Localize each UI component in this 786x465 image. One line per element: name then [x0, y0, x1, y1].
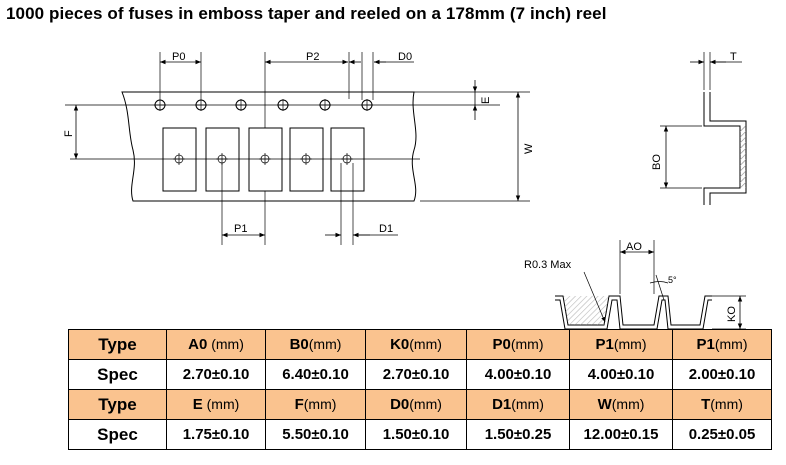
spec-cell: 4.00±0.10 — [569, 359, 673, 390]
header-unit: (mm) — [202, 396, 240, 412]
header-name: A0 — [188, 336, 208, 353]
pockets — [162, 127, 365, 192]
header-name: P1 — [595, 336, 614, 353]
header-name: D0 — [390, 396, 410, 413]
label-p0: P0 — [172, 51, 185, 63]
table-row: Type A0 (mm) B0(mm) K0(mm) P0(mm) P1(mm)… — [68, 329, 772, 360]
header-cell: D0(mm) — [365, 389, 467, 420]
header-unit: (mm) — [510, 336, 544, 352]
header-cell: P0(mm) — [466, 329, 570, 360]
tape-top-view — [65, 52, 530, 245]
header-name: K0 — [390, 336, 410, 353]
header-cell: A0 (mm) — [166, 329, 266, 360]
header-unit: (mm) — [613, 336, 647, 352]
header-unit: (mm) — [409, 336, 442, 352]
row-label: Spec — [68, 419, 167, 450]
header-name: D1 — [492, 396, 512, 413]
header-name: B0 — [289, 336, 309, 353]
label-p2: P2 — [306, 51, 319, 63]
row-label: Spec — [68, 359, 167, 390]
header-cell: D1(mm) — [466, 389, 570, 420]
header-cell: W(mm) — [569, 389, 673, 420]
header-unit: (mm) — [409, 396, 442, 412]
tape-outline — [121, 91, 417, 202]
label-k0: KO — [726, 306, 738, 322]
header-name: E — [192, 396, 203, 413]
spec-cell: 2.70±0.10 — [365, 359, 467, 390]
spec-cell: 12.00±0.15 — [569, 419, 673, 450]
row-label: Type — [68, 389, 167, 420]
label-b0: BO — [651, 154, 663, 170]
header-name: P0 — [492, 336, 511, 353]
label-d1: D1 — [379, 223, 393, 235]
header-unit: (mm) — [303, 396, 337, 412]
label-t: T — [730, 51, 737, 63]
page-title: 1000 pieces of fuses in emboss taper and… — [6, 4, 607, 23]
tape-drawing: P0 P2 D0 E W F P1 D1 T BO — [63, 51, 747, 330]
header-name: W — [597, 396, 612, 413]
tape-side-section — [660, 52, 747, 205]
label-w: W — [523, 143, 535, 154]
table-row: Type E (mm) F(mm) D0(mm) D1(mm) W(mm) T(… — [68, 389, 772, 420]
spec-table: Type A0 (mm) B0(mm) K0(mm) P0(mm) P1(mm)… — [68, 329, 772, 450]
label-d0: D0 — [398, 51, 412, 63]
spec-cell: 2.00±0.10 — [672, 359, 772, 390]
label-r03: R0.3 Max — [524, 259, 572, 271]
spec-cell: 0.25±0.05 — [672, 419, 772, 450]
label-angle: 5° — [668, 275, 677, 285]
table-row: Spec 1.75±0.10 5.50±0.10 1.50±0.10 1.50±… — [68, 419, 772, 450]
spec-cell: 1.50±0.10 — [365, 419, 467, 450]
label-e: E — [480, 97, 492, 104]
header-unit: (mm) — [714, 336, 748, 352]
header-cell: E (mm) — [166, 389, 266, 420]
label-p1: P1 — [234, 223, 247, 235]
header-unit: (mm) — [207, 336, 244, 352]
spec-cell: 1.75±0.10 — [166, 419, 266, 450]
header-cell: T(mm) — [672, 389, 772, 420]
header-unit: (mm) — [308, 336, 342, 352]
header-name: F — [294, 396, 304, 413]
header-cell: K0(mm) — [365, 329, 467, 360]
header-unit: (mm) — [710, 396, 743, 412]
label-a0: AO — [626, 241, 642, 253]
header-unit: (mm) — [511, 396, 544, 412]
spec-cell: 6.40±0.10 — [265, 359, 366, 390]
header-cell: P1(mm) — [672, 329, 772, 360]
header-unit: (mm) — [611, 396, 645, 412]
row-label: Type — [68, 329, 167, 360]
header-name: T — [701, 396, 711, 413]
header-name: P1 — [696, 336, 715, 353]
spec-cell: 2.70±0.10 — [166, 359, 266, 390]
spec-cell: 1.50±0.25 — [466, 419, 570, 450]
spec-cell: 5.50±0.10 — [265, 419, 366, 450]
table-row: Spec 2.70±0.10 6.40±0.10 2.70±0.10 4.00±… — [68, 359, 772, 390]
label-f: F — [63, 130, 75, 137]
pocket-cross-section — [555, 240, 746, 330]
spec-cell: 4.00±0.10 — [466, 359, 570, 390]
header-cell: B0(mm) — [265, 329, 366, 360]
header-cell: P1(mm) — [569, 329, 673, 360]
header-cell: F(mm) — [265, 389, 366, 420]
